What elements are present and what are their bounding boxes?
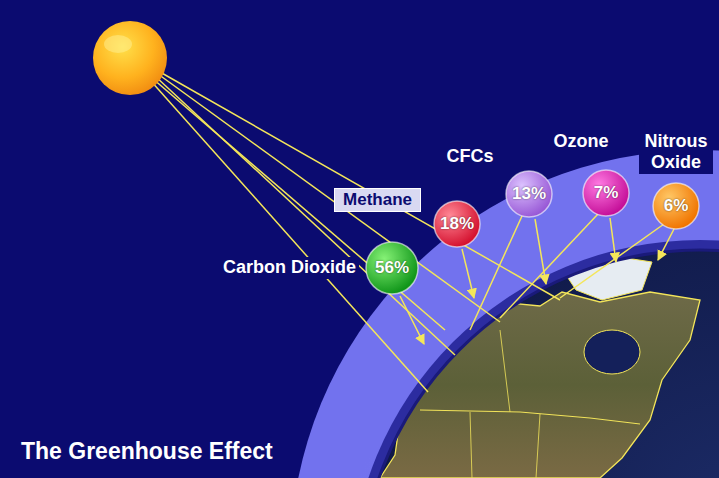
gas-node: Nitrous Oxide 6%	[639, 131, 713, 230]
hudson-bay	[584, 330, 640, 374]
gas-circle-fill	[434, 201, 480, 247]
sun	[93, 21, 167, 95]
earth-rim	[360, 250, 719, 478]
heat-arrow	[658, 229, 674, 260]
gas-circle-fill	[653, 183, 699, 229]
earth-ocean	[360, 250, 719, 478]
gas-circle-fill	[366, 242, 418, 294]
gas-label: CFCs	[444, 146, 497, 168]
sun-highlight	[104, 35, 132, 53]
gas-node: Methane 18%	[334, 188, 481, 248]
gas-label-box: Methane	[334, 188, 421, 212]
border-line	[470, 330, 540, 478]
heat-arrow	[462, 249, 474, 298]
gas-circle: 18%	[433, 200, 481, 248]
percent-value: 7%	[594, 183, 619, 203]
gas-circle: 56%	[365, 241, 419, 295]
heat-arrow	[400, 296, 424, 344]
gas-circle: 6%	[652, 182, 700, 230]
gas-circle: 13%	[505, 170, 553, 218]
heat-line	[560, 224, 664, 298]
gas-circle-fill	[583, 170, 629, 216]
sun-ray	[158, 74, 500, 322]
heat-arrow	[610, 218, 616, 262]
sun-ray	[152, 78, 445, 330]
gas-node: CFCs13%	[503, 146, 556, 218]
greenland	[560, 254, 652, 300]
gas-label: Nitrous Oxide	[639, 131, 713, 174]
diagram-title: The Greenhouse Effect	[18, 438, 276, 464]
percent-value: 6%	[664, 196, 689, 216]
gas-circle: 7%	[582, 169, 630, 217]
border-line	[420, 410, 640, 424]
earth-shadow-ring	[350, 240, 719, 478]
gas-label: Ozone	[551, 131, 612, 153]
heat-line	[500, 214, 598, 318]
sun-ray	[155, 76, 455, 355]
percent-value: 13%	[512, 184, 546, 204]
sun-ray	[150, 80, 428, 392]
atmosphere	[290, 150, 719, 478]
percent-value: 18%	[440, 214, 474, 234]
gas-node: Carbon Dioxide 56%	[220, 241, 419, 295]
gas-label: Carbon Dioxide	[220, 257, 359, 279]
percent-value: 56%	[375, 258, 409, 278]
gas-node: Ozone7%	[576, 131, 637, 217]
title-holder: The Greenhouse Effect	[18, 438, 276, 465]
gas-circle-fill	[506, 171, 552, 217]
